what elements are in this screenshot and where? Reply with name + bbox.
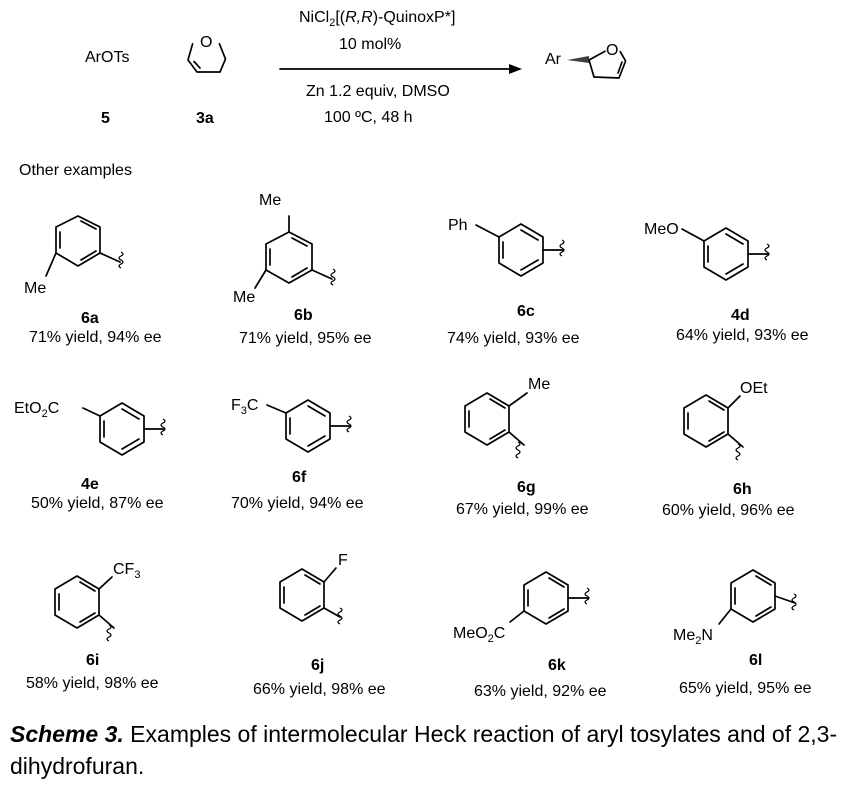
svg-text:67% yield, 99% ee: 67% yield, 99% ee [456, 501, 589, 518]
svg-text:Ph: Ph [448, 217, 468, 234]
svg-text:Me: Me [233, 289, 255, 306]
example-4d: MeO 4d 64% yield, 93% ee [644, 221, 809, 344]
example-6j: F 6j 66% yield, 98% ee [253, 552, 386, 698]
svg-text:4e: 4e [81, 476, 99, 493]
product-oxygen: O [606, 42, 618, 59]
svg-text:66% yield, 98% ee: 66% yield, 98% ee [253, 681, 386, 698]
reactant-1-id: 5 [101, 110, 110, 127]
svg-text:CF3: CF3 [113, 561, 140, 581]
reactant-aryl-tosylate: ArOTs [85, 49, 129, 66]
example-6i: CF3 6i 58% yield, 98% ee [26, 561, 159, 692]
svg-text:F: F [338, 552, 348, 569]
svg-text:63% yield, 92% ee: 63% yield, 92% ee [474, 683, 607, 700]
svg-text:71% yield, 94% ee: 71% yield, 94% ee [29, 329, 162, 346]
stereo-wedge [567, 56, 589, 63]
svg-text:6c: 6c [517, 303, 535, 320]
svg-text:6j: 6j [311, 657, 324, 674]
svg-text:OEt: OEt [740, 380, 768, 397]
svg-text:6a: 6a [81, 310, 99, 327]
svg-text:F3C: F3C [231, 397, 258, 417]
reaction-arrowhead [509, 64, 522, 74]
svg-text:6k: 6k [548, 657, 566, 674]
svg-text:Me2N: Me2N [673, 627, 713, 647]
svg-text:6l: 6l [749, 652, 762, 669]
example-6b: Me Me 6b 71% yield, 95% ee [233, 192, 372, 347]
product-structure: Ar O [545, 42, 627, 79]
svg-text:58% yield, 98% ee: 58% yield, 98% ee [26, 675, 159, 692]
svg-text:6h: 6h [733, 481, 752, 498]
catalyst-label: NiCl2[(R,R)-QuinoxP*] [299, 9, 455, 29]
reductant-solvent: Zn 1.2 equiv, DMSO [306, 83, 450, 100]
svg-text:6g: 6g [517, 479, 536, 496]
reactant-2-id: 3a [196, 110, 214, 127]
caption-text: Examples of intermolecular Heck reaction… [10, 721, 838, 779]
svg-text:70% yield, 94% ee: 70% yield, 94% ee [231, 495, 364, 512]
svg-text:Me: Me [528, 376, 550, 393]
svg-text:MeO2C: MeO2C [453, 625, 505, 645]
example-6l: Me2N 6l 65% yield, 95% ee [673, 569, 812, 697]
other-examples-heading: Other examples [19, 162, 132, 179]
product-aryl: Ar [545, 51, 562, 68]
example-6h: OEt 6h 60% yield, 96% ee [662, 380, 795, 519]
example-6k: MeO2C 6k 63% yield, 92% ee [453, 571, 607, 700]
svg-text:4d: 4d [731, 307, 750, 324]
reaction-conditions: 100 ºC, 48 h [324, 109, 413, 126]
caption-title: Scheme 3. [10, 721, 124, 747]
svg-text:50% yield, 87% ee: 50% yield, 87% ee [31, 495, 164, 512]
svg-text:65% yield, 95% ee: 65% yield, 95% ee [679, 680, 812, 697]
example-4e: EtO2C 4e 50% yield, 87% ee [14, 400, 166, 512]
svg-text:6i: 6i [86, 652, 99, 669]
svg-text:71% yield, 95% ee: 71% yield, 95% ee [239, 330, 372, 347]
catalyst-loading: 10 mol% [339, 36, 401, 53]
dihydrofuran-structure: O [187, 34, 227, 73]
svg-text:60% yield, 96% ee: 60% yield, 96% ee [662, 502, 795, 519]
svg-text:74% yield, 93% ee: 74% yield, 93% ee [447, 330, 580, 347]
svg-text:Me: Me [259, 192, 281, 209]
svg-text:EtO2C: EtO2C [14, 400, 59, 420]
svg-text:64% yield, 93% ee: 64% yield, 93% ee [676, 327, 809, 344]
svg-text:6b: 6b [294, 307, 313, 324]
svg-text:Me: Me [24, 280, 46, 297]
dihydrofuran-oxygen: O [200, 34, 212, 51]
svg-text:MeO: MeO [644, 221, 679, 238]
example-6g: Me 6g 67% yield, 99% ee [456, 376, 589, 518]
example-6a: Me 6a 71% yield, 94% ee [24, 215, 162, 346]
example-6f: F3C 6f 70% yield, 94% ee [231, 397, 364, 512]
svg-text:6f: 6f [292, 469, 307, 486]
example-6c: Ph 6c 74% yield, 93% ee [447, 217, 580, 347]
scheme-caption: Scheme 3. Examples of intermolecular Hec… [10, 718, 855, 782]
reaction-scheme: ArOTs 5 O 3a NiCl2[(R,R)-QuinoxP*] 10 mo… [14, 9, 812, 700]
